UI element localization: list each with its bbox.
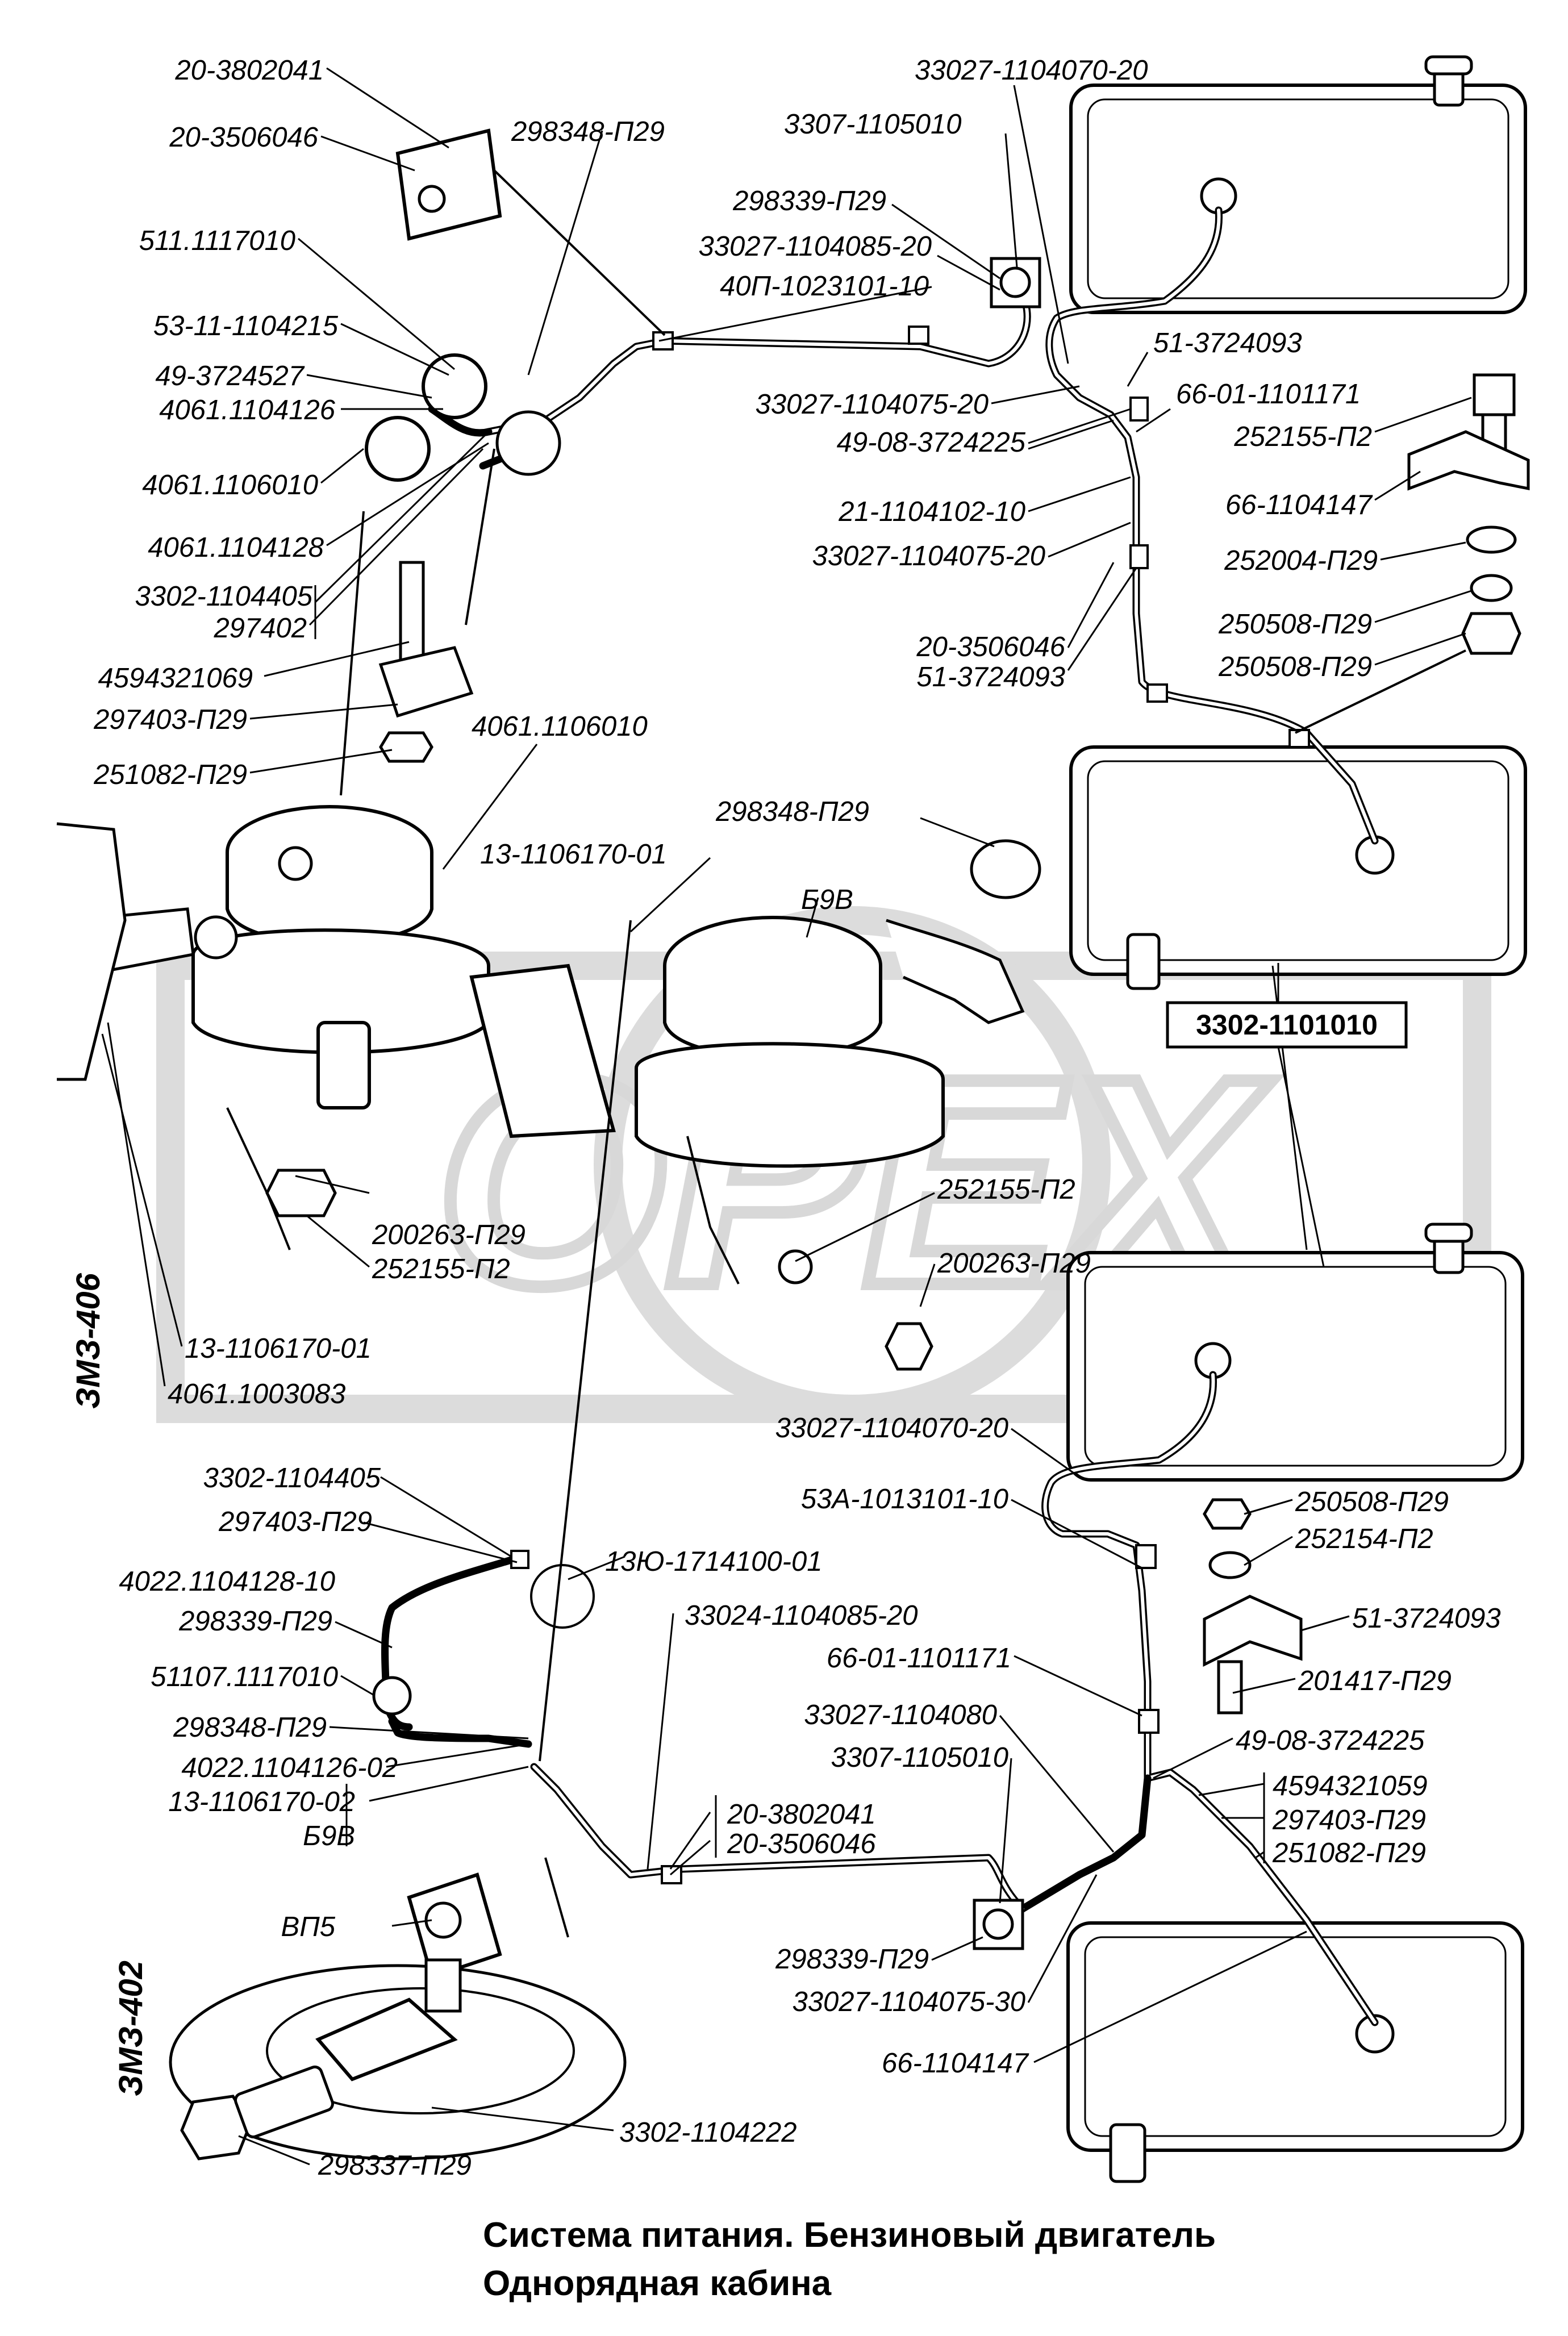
part-label: 252154-П2	[1295, 1524, 1433, 1554]
part-label: 298339-П29	[178, 1606, 332, 1637]
part-label: 33027-1104080	[804, 1700, 997, 1730]
part-label: 252155-П2	[937, 1174, 1075, 1205]
part-label: 51-3724093	[916, 662, 1065, 693]
part-label: 297403-П29	[1272, 1805, 1426, 1836]
part-label: 33027-1104070-20	[775, 1413, 1008, 1444]
part-label: Б9В	[801, 885, 853, 915]
part-label: 250508-П29	[1218, 609, 1372, 640]
part-label: 4594321059	[1273, 1771, 1428, 1801]
part-label: 252155-П2	[372, 1254, 510, 1284]
part-label: 250508-П29	[1218, 652, 1372, 682]
part-label: 20-3506046	[169, 122, 318, 153]
part-label: 4061.1106010	[142, 470, 318, 500]
part-label: 298348-П29	[715, 796, 869, 827]
part-label: 21-1104102-10	[838, 497, 1025, 527]
part-label: 3307-1105010	[784, 109, 961, 140]
part-label: 20-3506046	[916, 632, 1065, 662]
part-label: 4061.1106010	[472, 711, 648, 742]
part-label: 13-1106170-01	[480, 839, 667, 870]
part-label: 201417-П29	[1298, 1666, 1452, 1696]
part-label: 297403-П29	[218, 1507, 372, 1537]
part-label: 66-1104147	[882, 2048, 1029, 2079]
caption-line-2: Однорядная кабина	[483, 2264, 832, 2303]
part-label: 3302-1104405	[203, 1463, 381, 1494]
part-label: 511.1117010	[139, 226, 295, 256]
part-label: 49-3724527	[155, 361, 305, 391]
part-label: 298337-П29	[318, 2150, 472, 2181]
part-label: 4022.1104128-10	[119, 1566, 335, 1597]
clamp-hardware-lower	[1203, 1498, 1303, 1715]
fuel-lines-upper	[428, 206, 1379, 845]
part-label: 40П-1023101-10	[720, 271, 929, 302]
fuel-tank-lower-2	[1066, 1921, 1524, 2183]
connector-rod	[539, 920, 632, 1762]
part-label: 3302-1104222	[619, 2117, 796, 2148]
fuel-tank-upper-1	[1069, 55, 1527, 314]
part-label: 53-11-1104215	[153, 311, 339, 341]
fuel-pump-402	[469, 839, 1041, 1371]
caption-line-1: Система питания. Бензиновый двигатель	[483, 2216, 1216, 2255]
part-label: 297403-П29	[93, 704, 247, 735]
part-label: 20-3802041	[174, 55, 324, 86]
part-label: 4061.1104128	[148, 532, 324, 563]
part-label: 251082-П29	[93, 760, 247, 790]
part-label: 51107.1117010	[151, 1662, 338, 1692]
part-label: 33027-1104085-20	[698, 231, 932, 262]
part-label: 4061.1003083	[168, 1379, 345, 1409]
part-label: 251082-П29	[1272, 1838, 1426, 1868]
part-label: 33027-1104070-20	[915, 55, 1148, 86]
clamp-hardware-upper	[1295, 373, 1530, 734]
part-label: 53А-1013101-10	[801, 1484, 1008, 1515]
engine-label-lower: ЗМЗ-402	[112, 1960, 149, 2096]
part-label: 33027-1104075-20	[812, 541, 1045, 572]
part-label: 200263-П29	[372, 1220, 526, 1250]
assembly-label-text: 3302-1101010	[1196, 1009, 1378, 1041]
part-label: 298348-П29	[511, 116, 665, 147]
part-label: 3307-1105010	[831, 1742, 1008, 1773]
part-label: 51-3724093	[1352, 1603, 1501, 1634]
part-label: 3302-1104405	[135, 581, 313, 612]
fuel-pump-406	[56, 805, 490, 1250]
part-label: 13-1106170-01	[185, 1333, 372, 1364]
part-label: 49-08-3724225	[837, 427, 1026, 458]
part-labels: 20-3802041 20-3506046 298348-П29 511.111…	[93, 55, 1500, 2181]
fuel-tank-lower-1	[1066, 1223, 1524, 1482]
part-label: 66-01-1101171	[827, 1643, 1011, 1674]
part-label: 33024-1104085-20	[685, 1600, 918, 1631]
fuel-tap-lower-left	[169, 1857, 627, 2160]
part-label: 49-08-3724225	[1236, 1725, 1425, 1756]
part-label: 298339-П29	[775, 1944, 929, 1975]
part-label: 33027-1104075-30	[792, 1987, 1025, 2017]
part-label: 252155-П2	[1233, 422, 1372, 452]
part-label: 20-3802041	[727, 1799, 876, 1830]
part-label: ВП5	[281, 1912, 336, 1942]
part-label: 4594321069	[98, 663, 253, 694]
part-label: 4022.1104126-02	[181, 1753, 398, 1783]
part-label: 66-01-1101171	[1176, 379, 1361, 410]
part-label: 200263-П29	[937, 1248, 1091, 1279]
part-label: 20-3506046	[727, 1829, 876, 1859]
part-label: 13Ю-1714100-01	[605, 1546, 823, 1577]
part-label: 66-1104147	[1225, 490, 1373, 520]
fuel-tank-upper-2	[1069, 745, 1527, 990]
watermark-ring	[594, 906, 1111, 1423]
part-label: 250508-П29	[1295, 1487, 1449, 1517]
engine-label-upper: ЗМЗ-406	[70, 1273, 107, 1409]
filter-bracket-upper-left	[340, 128, 666, 796]
leader-lines	[101, 67, 1472, 2166]
assembly-label: 3302-1101010	[1166, 963, 1408, 1267]
part-label: 252004-П29	[1224, 545, 1378, 576]
part-label: 33027-1104075-20	[755, 389, 989, 420]
part-label: 297402	[213, 613, 307, 644]
part-label: 4061.1104126	[159, 395, 335, 426]
part-label: 13-1106170-02	[168, 1787, 355, 1817]
part-label: 298339-П29	[732, 186, 886, 216]
part-label: 51-3724093	[1153, 328, 1302, 358]
part-label: 298348-П29	[173, 1712, 327, 1743]
